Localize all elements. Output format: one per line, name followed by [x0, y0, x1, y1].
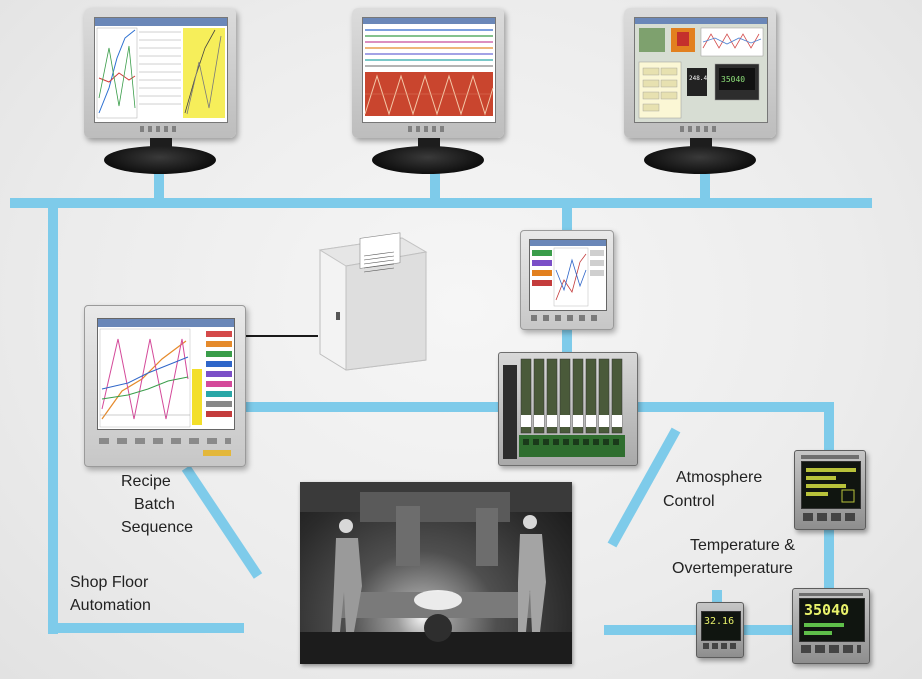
controller-header	[799, 593, 863, 596]
factory-photo-graphic	[300, 482, 572, 664]
atmosphere-screen-graphic	[806, 468, 856, 503]
label-control: Control	[663, 493, 715, 510]
monitor-3-screen: 248.4 35040	[634, 17, 768, 123]
monitor-base	[644, 146, 756, 174]
trend-chart-screen	[95, 18, 227, 119]
network-right-vertical	[824, 402, 834, 450]
label-shop-floor: Shop Floor	[70, 574, 149, 591]
monitor-1-screen	[94, 17, 228, 123]
label-recipe: Recipe	[121, 473, 171, 490]
mimic-panel-screen: 248.4 35040	[635, 18, 767, 119]
io-rack-graphic	[503, 358, 625, 459]
label-batch: Batch	[134, 496, 175, 513]
recorder-large-screen	[97, 318, 235, 430]
temperature-controller-small: 32.16	[696, 602, 744, 658]
controller-readout-small: 32.16	[704, 616, 735, 627]
network-drop-monitor-1	[154, 172, 164, 202]
factory-photo	[300, 482, 572, 664]
monitor-readout-2: 35040	[721, 75, 745, 84]
trend-chart-screen	[363, 18, 495, 116]
monitor-base	[104, 146, 216, 174]
monitor-2-screen	[362, 17, 496, 123]
controller-display: 35040	[799, 598, 865, 642]
controller-bargraph	[804, 623, 844, 627]
network-bottom-left	[48, 623, 244, 633]
network-mid-horizontal-right	[634, 402, 834, 412]
controller-readout-large: 35040	[804, 601, 850, 619]
controller-buttons	[801, 645, 861, 653]
recorder-small-screen	[529, 239, 607, 311]
temperature-controller-large: 35040	[792, 588, 870, 664]
monitor-base	[372, 146, 484, 174]
network-ctrl-drop	[712, 590, 722, 610]
recorder-large-badge	[203, 450, 231, 456]
recorder-large-keys	[99, 438, 231, 444]
network-mid-horizontal-left	[244, 402, 500, 412]
label-overtemperature: Overtemperature	[672, 560, 793, 577]
network-right-vertical-2	[824, 528, 834, 590]
controller-display: 32.16	[701, 611, 741, 641]
network-recorder-to-rack	[562, 326, 572, 356]
controller-header	[801, 455, 859, 459]
label-sequence: Sequence	[121, 519, 194, 536]
monitor-2	[352, 8, 504, 176]
paperless-recorder-small	[520, 230, 614, 330]
label-atmosphere: Atmosphere	[676, 469, 763, 486]
label-automation: Automation	[70, 597, 151, 614]
recorder-small-chart	[530, 240, 606, 307]
recorder-small-keys	[531, 315, 603, 321]
network-drop-monitor-3	[700, 172, 710, 202]
controller-display	[801, 461, 861, 509]
controller-buttons	[803, 513, 857, 521]
monitor-readout-1: 248.4	[689, 75, 707, 82]
monitor-1	[84, 8, 236, 176]
controller-bargraph	[804, 631, 832, 635]
printer	[306, 232, 432, 372]
network-left-vertical	[48, 204, 58, 634]
paperless-recorder-large	[84, 305, 246, 467]
monitor-leds	[408, 126, 448, 132]
printer-graphic	[318, 232, 428, 371]
network-drop-monitor-2	[430, 172, 440, 202]
network-backbone	[10, 198, 872, 208]
monitor-3: 248.4 35040	[624, 8, 776, 176]
controller-buttons	[703, 643, 737, 649]
atmosphere-controller	[794, 450, 866, 530]
network-ctrl-link	[740, 625, 800, 635]
monitor-leds	[140, 126, 180, 132]
label-temperature: Temperature &	[690, 537, 795, 554]
network-drop-recorder-small	[562, 204, 572, 234]
network-bottom-right	[604, 625, 700, 635]
monitor-leds	[680, 126, 720, 132]
io-rack	[498, 352, 638, 466]
recorder-large-chart	[98, 319, 234, 428]
